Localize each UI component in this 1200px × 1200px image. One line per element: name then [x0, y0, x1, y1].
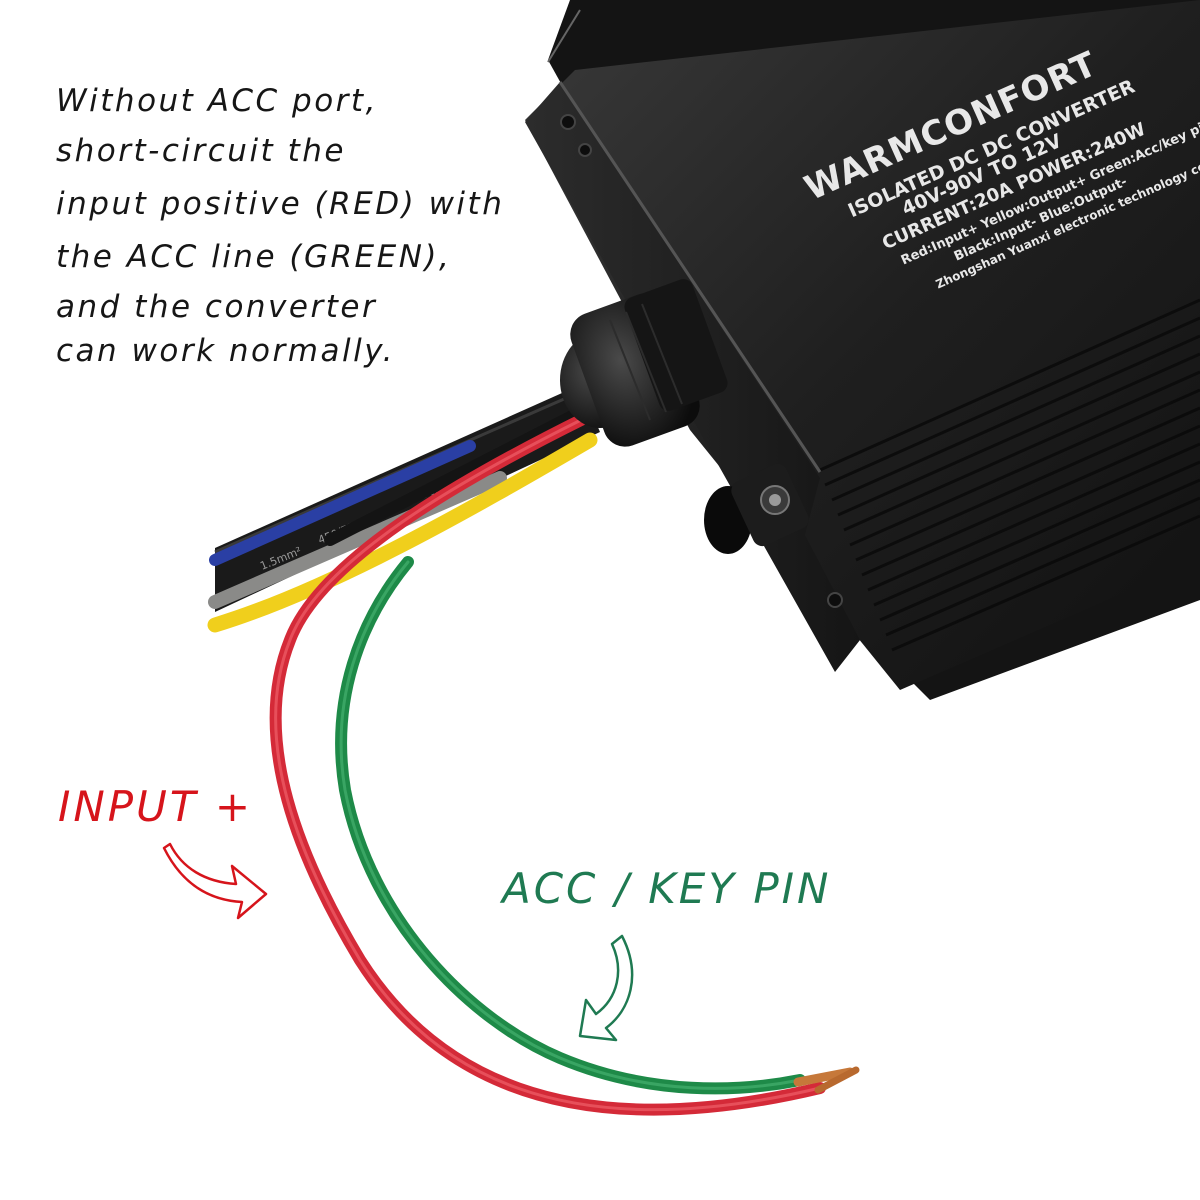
input-plus-callout: INPUT + — [58, 782, 254, 831]
red-wire — [269, 412, 826, 1116]
yellow-wire — [207, 432, 598, 633]
green-wire — [335, 556, 806, 1095]
acc-key-pin-callout: ACC / KEY PIN — [502, 864, 832, 913]
input-arrow-icon — [162, 842, 268, 920]
converter-housing — [525, 0, 1200, 700]
instruction-line-1: Without ACC port, — [56, 83, 378, 119]
instruction-line-6: can work normally. — [56, 333, 395, 369]
instruction-line-2: short-circuit the — [56, 133, 346, 169]
instructions-text: Without ACC port, short-circuit the inpu… — [56, 76, 526, 370]
cable-gland — [560, 279, 728, 447]
black-wire — [324, 406, 586, 546]
instruction-line-4: the ACC line (GREEN), — [56, 239, 452, 275]
blue-wire — [209, 440, 476, 566]
ground-stud — [704, 463, 809, 554]
acc-arrow-icon — [578, 934, 634, 1042]
copper-tips — [793, 1066, 860, 1094]
instruction-line-5: and the converter — [56, 289, 378, 325]
grey-wire — [208, 471, 507, 609]
instruction-line-3: input positive (RED) with — [56, 186, 505, 222]
wire-bundle — [207, 406, 598, 633]
